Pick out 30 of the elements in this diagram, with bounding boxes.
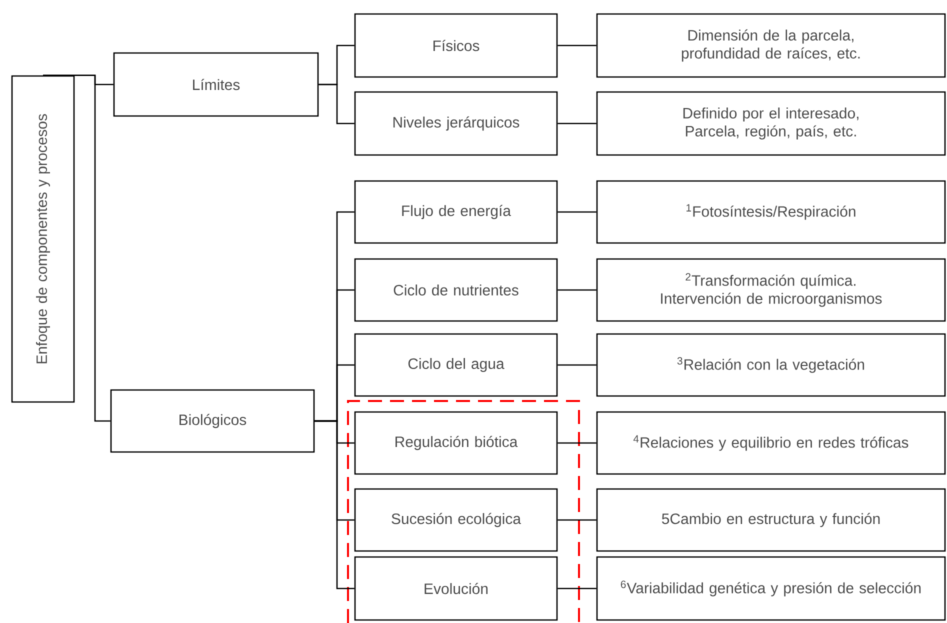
connector-line <box>558 519 596 521</box>
connector-line <box>558 442 596 444</box>
category-box: Enfoque de componentes y procesos <box>11 75 75 403</box>
description-box: Dimensión de la parcela, profundidad de raíces, etc. <box>596 13 946 78</box>
concept-box: Niveles jerárquicos <box>354 91 558 156</box>
description-box: 5Cambio en estructura y función <box>596 488 946 552</box>
connector-line <box>43 74 110 422</box>
concept-box: Límites <box>113 52 319 117</box>
connector-line <box>558 122 596 124</box>
concept-box: Ciclo de nutrientes <box>354 258 558 322</box>
connector-line <box>558 211 596 213</box>
connector-line <box>558 289 596 291</box>
description-box: $^{2}$Transformación química. Intervención de microorganismos <box>596 258 946 322</box>
description-box: $^{4}$Relaciones y equilibrio en redes tróficas <box>596 411 946 475</box>
concept-box: Biológicos <box>110 389 315 453</box>
connector-line <box>314 420 354 590</box>
description-box: $^{3}$Relación con la vegetación <box>596 333 946 397</box>
concept-box: Físicos <box>354 13 558 78</box>
concept-box: Sucesión ecológica <box>354 488 558 552</box>
connector-line <box>318 84 354 124</box>
description-box: Definido por el interesado, Parcela, región, país, etc. <box>596 91 946 156</box>
description-box: $^{1}$Fotosíntesis/Respiración <box>596 180 946 244</box>
concept-box: Evolución <box>354 556 558 621</box>
concept-box: Ciclo del agua <box>354 333 558 397</box>
concept-box: Flujo de energía <box>354 180 558 244</box>
concept-box: Regulación biótica <box>354 411 558 475</box>
description-box: $^{6}$Variabilidad genética y presión de selección <box>596 556 946 621</box>
connector-line <box>558 364 596 366</box>
connector-line <box>558 44 596 46</box>
connector-line <box>558 588 596 590</box>
